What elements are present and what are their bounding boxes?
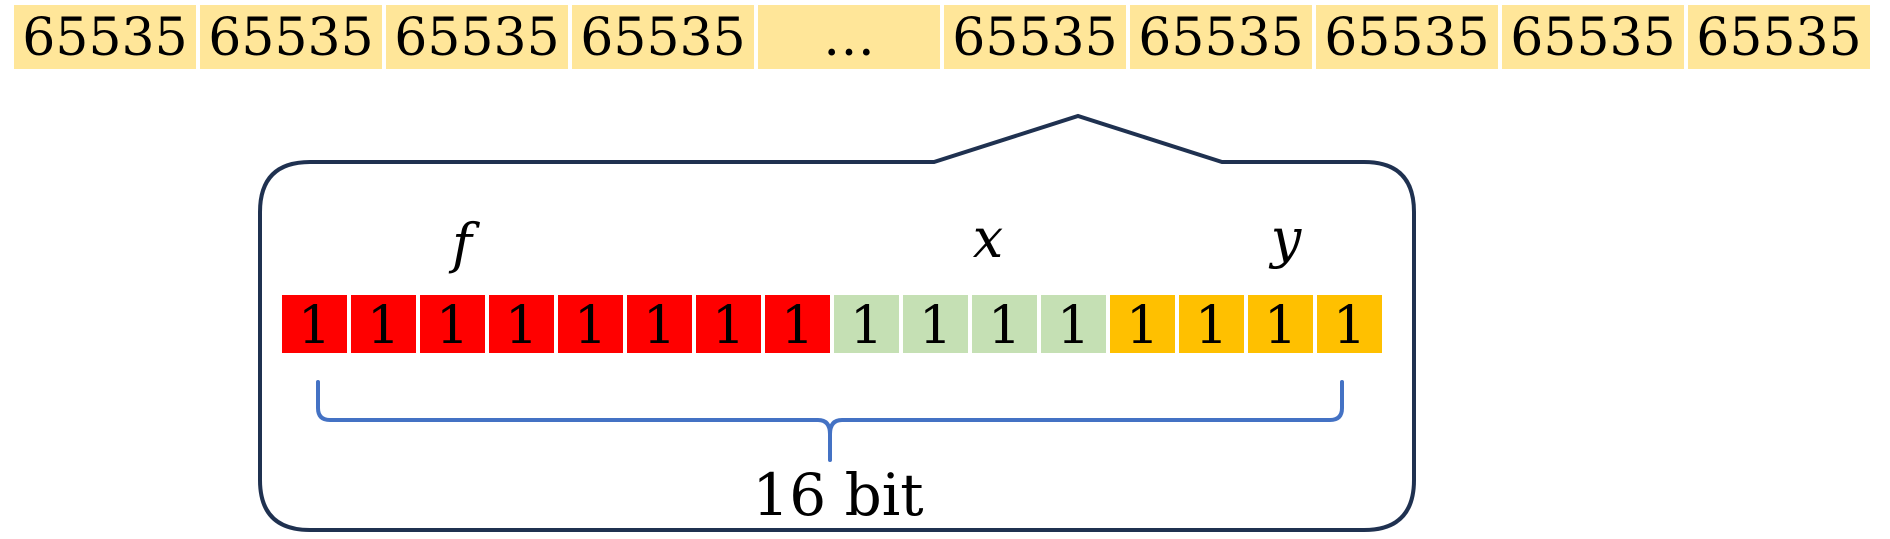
bit-cell-y: 1 <box>1179 295 1244 356</box>
bit-cell-f: 1 <box>627 295 692 356</box>
bit-cell-y: 1 <box>1317 295 1382 356</box>
array-cell: … <box>758 5 940 69</box>
brace-label: 16 bit <box>752 461 923 529</box>
bit-cell-f: 1 <box>489 295 554 356</box>
array-cell: 65535 <box>1502 5 1684 69</box>
array-cell: 65535 <box>200 5 382 69</box>
array-cell: 65535 <box>944 5 1126 69</box>
bit-cell-box <box>972 295 1037 353</box>
bit-cell-x: 1 <box>1041 295 1106 356</box>
bit-value: 1 <box>1126 296 1159 356</box>
bit-value: 1 <box>781 296 814 356</box>
bit-cell-box <box>489 295 554 353</box>
bit-value: 1 <box>988 296 1021 356</box>
array-cell-value: 65535 <box>1696 8 1861 68</box>
bit-cell-y: 1 <box>1248 295 1313 356</box>
bit-cell-box <box>1317 295 1382 353</box>
bit-cell-box <box>627 295 692 353</box>
value-array: 65535 65535 65535 65535 … 65535 65535 65535 6553… <box>14 5 1870 69</box>
bit-cell-y: 1 <box>1110 295 1175 356</box>
bit-value: 1 <box>919 296 952 356</box>
array-cell-value: 65535 <box>1324 8 1489 68</box>
bit-cell-box <box>834 295 899 353</box>
bit-cell-box <box>696 295 761 353</box>
bit-cell-f: 1 <box>696 295 761 356</box>
bit-cell-box <box>1248 295 1313 353</box>
bit-cell-x: 1 <box>903 295 968 356</box>
bit-value: 1 <box>1333 296 1366 356</box>
label-x: x <box>973 207 1003 270</box>
bit-value: 1 <box>1195 296 1228 356</box>
array-cell-value: 65535 <box>580 8 745 68</box>
bit-cell-f: 1 <box>420 295 485 356</box>
bit-cell-box <box>282 295 347 353</box>
array-cell-value: 65535 <box>22 8 187 68</box>
array-cell-box <box>572 5 754 69</box>
bit-value: 1 <box>574 296 607 356</box>
bit-value: 1 <box>298 296 331 356</box>
bit-cell-box <box>1179 295 1244 353</box>
bit-value: 1 <box>1264 296 1297 356</box>
array-cell: 65535 <box>572 5 754 69</box>
label-y: y <box>1269 207 1303 270</box>
array-cell: 65535 <box>1316 5 1498 69</box>
bit-cell-f: 1 <box>558 295 623 356</box>
array-cell-box <box>1502 5 1684 69</box>
bit-cell-box <box>558 295 623 353</box>
bit-value: 1 <box>1057 296 1090 356</box>
bit-value: 1 <box>505 296 538 356</box>
array-cell-box <box>1130 5 1312 69</box>
bit-cell-box <box>1041 295 1106 353</box>
array-cell-box <box>944 5 1126 69</box>
bit-cell-x: 1 <box>972 295 1037 356</box>
array-cell-box <box>1316 5 1498 69</box>
bit-cell-f: 1 <box>282 295 347 356</box>
bit-value: 1 <box>367 296 400 356</box>
array-cell-box <box>386 5 568 69</box>
bit-cell-x: 1 <box>834 295 899 356</box>
array-cell-value: 65535 <box>394 8 559 68</box>
bit-cell-box <box>1110 295 1175 353</box>
bit-value: 1 <box>712 296 745 356</box>
bit-cell-box <box>351 295 416 353</box>
array-cell: 65535 <box>386 5 568 69</box>
array-cell-box <box>758 5 940 69</box>
array-cell-value: … <box>823 8 875 68</box>
array-cell-value: 65535 <box>208 8 373 68</box>
bit-cell-box <box>903 295 968 353</box>
bit-cell-box <box>765 295 830 353</box>
array-cell-value: 65535 <box>1138 8 1303 68</box>
array-cell-box <box>14 5 196 69</box>
array-cell-value: 65535 <box>952 8 1117 68</box>
array-cell: 65535 <box>1688 5 1870 69</box>
array-cell: 65535 <box>1130 5 1312 69</box>
bit-cell-f: 1 <box>351 295 416 356</box>
bit-value: 1 <box>436 296 469 356</box>
bit-value: 1 <box>643 296 676 356</box>
array-cell: 65535 <box>14 5 196 69</box>
array-cell-value: 65535 <box>1510 8 1675 68</box>
bit-cell-box <box>420 295 485 353</box>
array-cell-box <box>1688 5 1870 69</box>
array-cell-box <box>200 5 382 69</box>
bit-width-brace <box>316 380 1344 462</box>
bit-cell-f: 1 <box>765 295 830 356</box>
bit-value: 1 <box>850 296 883 356</box>
